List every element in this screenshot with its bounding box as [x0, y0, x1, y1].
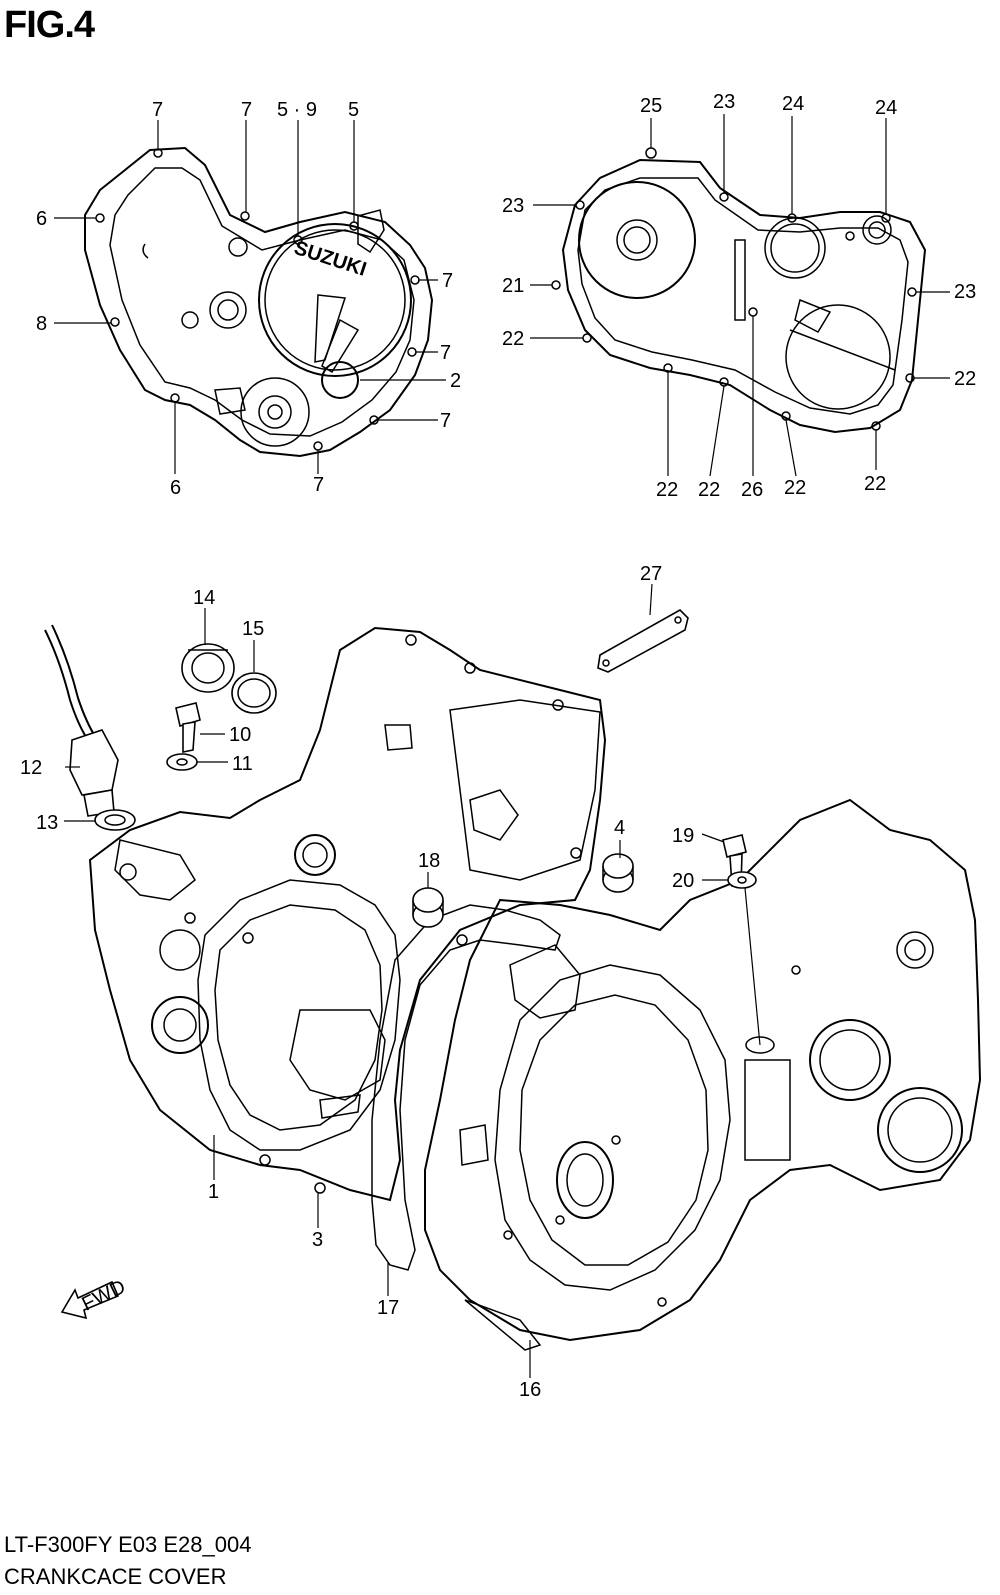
dowel-pin[interactable]: [412, 887, 444, 928]
callout-10: 10: [229, 724, 251, 746]
crankcase-right-half[interactable]: [424, 798, 982, 1351]
callout-7: 7: [241, 99, 252, 121]
callout-22: 22: [954, 368, 976, 390]
callout-23: 23: [502, 195, 524, 217]
gasket-strip[interactable]: [597, 609, 689, 673]
callout-1: 1: [208, 1181, 219, 1203]
dowel-pin-2[interactable]: [602, 853, 634, 893]
callout-3: 3: [312, 1229, 323, 1251]
callout-18: 18: [418, 850, 440, 872]
callout-labels: 7 7 5 · 9 5 6 8 7 7 2 7 6 7 25 23 24 24 …: [20, 91, 976, 1401]
fwd-label: FWD: [78, 1276, 129, 1316]
crankcase-left-half[interactable]: [88, 626, 607, 1202]
callout-23: 23: [713, 91, 735, 113]
left-crankcase-cover[interactable]: SUZUKI: [84, 146, 434, 458]
callout-23: 23: [954, 281, 976, 303]
callout-7: 7: [440, 410, 451, 432]
callout-5: 5: [348, 99, 359, 121]
right-crankcase-cover[interactable]: [551, 147, 927, 434]
callout-24: 24: [782, 93, 804, 115]
callout-5-9: 5 · 9: [277, 99, 317, 121]
o-ring[interactable]: [231, 672, 277, 714]
figure-title: FIG.4: [4, 4, 95, 46]
oil-pressure-switch[interactable]: [44, 624, 119, 817]
callout-27: 27: [640, 563, 662, 585]
callout-4: 4: [614, 817, 625, 839]
callout-16: 16: [519, 1379, 541, 1401]
callout-13: 13: [36, 812, 58, 834]
model-code: LT-F300FY E03 E28_004: [4, 1532, 252, 1557]
callout-8: 8: [36, 313, 47, 335]
callout-17: 17: [377, 1297, 399, 1319]
callout-11: 11: [232, 753, 253, 775]
callout-26: 26: [741, 479, 763, 501]
callout-7: 7: [440, 342, 451, 364]
washer-small[interactable]: [166, 753, 198, 771]
leaders-left-cover: [54, 120, 446, 474]
callout-25: 25: [640, 95, 662, 117]
washer[interactable]: [94, 809, 136, 831]
filler-plug[interactable]: [181, 643, 235, 693]
callout-22: 22: [656, 479, 678, 501]
fwd-arrow-icon: FWD: [60, 1276, 129, 1320]
callout-7: 7: [152, 99, 163, 121]
callout-21: 21: [502, 275, 524, 297]
gasket[interactable]: [371, 904, 561, 1271]
callout-22: 22: [784, 477, 806, 499]
callout-7: 7: [313, 474, 324, 496]
callout-12: 12: [20, 757, 42, 779]
callout-19: 19: [672, 825, 694, 847]
callout-14: 14: [193, 587, 215, 609]
callout-6: 6: [36, 208, 47, 230]
leaders-right-cover: [530, 114, 950, 477]
callout-22: 22: [864, 473, 886, 495]
callout-7: 7: [442, 270, 453, 292]
callout-6: 6: [170, 477, 181, 499]
bolt[interactable]: [175, 702, 201, 753]
callout-22: 22: [502, 328, 524, 350]
callout-2: 2: [450, 370, 461, 392]
callout-22: 22: [698, 479, 720, 501]
section-name: CRANKCACE COVER: [4, 1564, 227, 1589]
leaders-lower: [64, 583, 761, 1378]
callout-20: 20: [672, 870, 694, 892]
callout-24: 24: [875, 97, 897, 119]
callout-15: 15: [242, 618, 264, 640]
washer-3[interactable]: [727, 871, 757, 889]
